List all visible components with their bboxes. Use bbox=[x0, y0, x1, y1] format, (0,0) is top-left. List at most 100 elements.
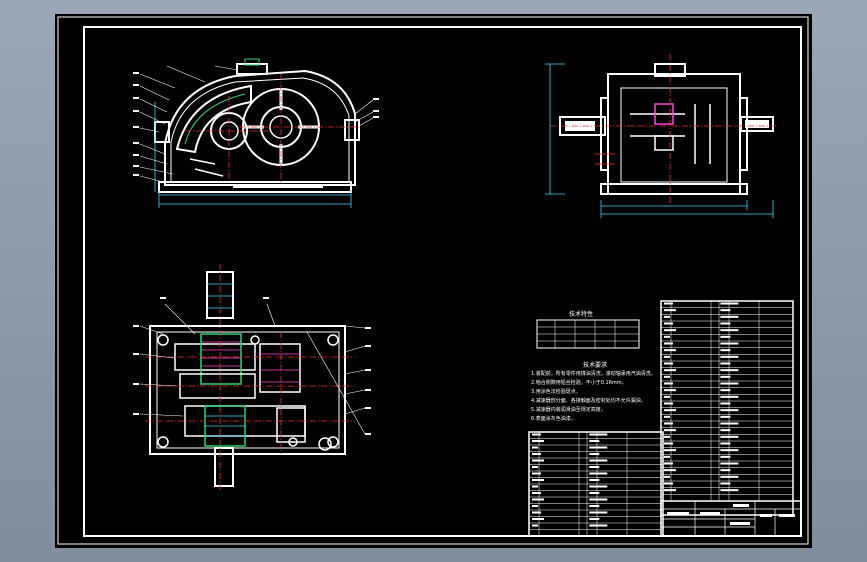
parts-row-mark bbox=[664, 422, 673, 425]
parts-row-mark bbox=[720, 315, 739, 318]
parts-row-mark bbox=[720, 475, 739, 478]
parts-row-mark bbox=[720, 469, 731, 472]
parts-row-mark bbox=[720, 482, 731, 485]
title-block bbox=[660, 500, 802, 537]
parts-row-mark bbox=[532, 511, 541, 514]
parts-row-mark bbox=[532, 524, 538, 527]
cad-viewport[interactable]: 技术特性 技术要求 1.装配前，所有零件用煤油清洗，滚动轴承用汽油清洗， 2.啮… bbox=[55, 14, 812, 548]
parts-row-mark bbox=[664, 375, 670, 378]
parts-row-mark bbox=[664, 409, 676, 412]
parts-row-mark bbox=[664, 382, 673, 385]
parts-row-mark bbox=[589, 453, 600, 455]
parts-row-mark bbox=[720, 422, 739, 425]
parts-row-mark bbox=[664, 475, 670, 478]
parts-row-mark bbox=[664, 429, 676, 432]
parts-row-mark bbox=[664, 355, 670, 358]
parts-row-mark bbox=[589, 524, 608, 527]
parts-row-mark bbox=[532, 459, 544, 462]
parts-row-mark bbox=[589, 472, 608, 475]
parts-row-mark bbox=[720, 342, 739, 345]
parts-row-mark bbox=[664, 389, 676, 392]
parts-row-mark bbox=[664, 395, 670, 398]
parts-row-mark bbox=[664, 302, 673, 305]
parts-row-mark bbox=[720, 462, 739, 465]
parts-row-mark bbox=[664, 309, 676, 312]
inner-border bbox=[83, 26, 802, 537]
parts-row-mark bbox=[532, 440, 544, 442]
front-view bbox=[133, 58, 379, 208]
top-section-view bbox=[133, 264, 371, 492]
parts-row-mark bbox=[589, 433, 608, 436]
parts-row-mark bbox=[720, 309, 731, 312]
parts-row-mark bbox=[532, 446, 538, 449]
tech-req-line-6: 6.表面涂灰色油漆。 bbox=[531, 415, 576, 422]
tech-spec-table: 技术特性 bbox=[536, 310, 640, 349]
parts-row-mark bbox=[720, 382, 739, 385]
parts-row-mark bbox=[532, 492, 541, 494]
parts-list-right bbox=[660, 300, 794, 516]
parts-row-mark bbox=[664, 435, 670, 438]
parts-row-mark bbox=[720, 429, 731, 432]
parts-row-mark bbox=[664, 455, 670, 458]
parts-row-mark bbox=[720, 449, 739, 452]
parts-row-mark bbox=[532, 498, 544, 501]
tech-req-line-1: 1.装配前，所有零件用煤油清洗，滚动轴承用汽油清洗， bbox=[531, 370, 656, 377]
parts-row-mark bbox=[664, 315, 670, 318]
parts-row-mark bbox=[589, 459, 608, 462]
parts-row-mark bbox=[589, 511, 608, 514]
parts-row-mark bbox=[589, 485, 608, 488]
parts-row-mark bbox=[589, 479, 600, 481]
parts-row-mark bbox=[664, 342, 673, 345]
parts-row-mark bbox=[720, 355, 739, 358]
outer-border bbox=[57, 16, 809, 545]
parts-row-mark bbox=[720, 442, 731, 445]
parts-row-mark bbox=[720, 395, 739, 398]
parts-row-mark bbox=[720, 322, 731, 325]
parts-row-mark bbox=[720, 335, 731, 338]
parts-row-mark bbox=[532, 485, 538, 488]
parts-row-mark bbox=[589, 505, 600, 507]
parts-row-mark bbox=[532, 479, 544, 481]
parts-row-mark bbox=[664, 482, 673, 485]
parts-row-mark bbox=[664, 335, 670, 338]
parts-row-mark bbox=[720, 455, 731, 458]
parts-row-mark bbox=[664, 329, 676, 332]
parts-row-mark bbox=[720, 369, 739, 372]
parts-row-mark bbox=[720, 389, 731, 392]
parts-row-mark bbox=[532, 453, 541, 455]
parts-row-mark bbox=[720, 362, 731, 365]
parts-row-mark bbox=[589, 466, 600, 468]
parts-row-mark bbox=[664, 362, 673, 365]
tech-requirements: 技术要求 1.装配前，所有零件用煤油清洗，滚动轴承用汽油清洗， 2.啮合侧隙用铅… bbox=[531, 361, 656, 422]
tech-req-line-2: 2.啮合侧隙用铅丝检验，不小于0.16mm， bbox=[531, 379, 627, 386]
parts-row-mark bbox=[532, 466, 538, 468]
parts-row-mark bbox=[664, 349, 676, 352]
parts-row-mark bbox=[664, 369, 676, 372]
tech-req-line-4: 4.减速器剖分面、各接触面及密封处均不允许漏油， bbox=[531, 397, 646, 404]
parts-row-mark bbox=[664, 322, 673, 325]
parts-row-mark bbox=[589, 440, 600, 442]
tech-req-line-3: 3.用涂色法检验斑点， bbox=[531, 388, 581, 395]
parts-row-mark bbox=[720, 415, 731, 418]
parts-row-mark bbox=[720, 409, 739, 412]
parts-row-mark bbox=[532, 472, 541, 475]
parts-row-mark bbox=[664, 442, 673, 445]
parts-row-mark bbox=[664, 449, 676, 452]
drawing-sheet: 技术特性 技术要求 1.装配前，所有零件用煤油清洗，滚动轴承用汽油清洗， 2.啮… bbox=[57, 16, 809, 545]
parts-row-mark bbox=[720, 435, 739, 438]
parts-row-mark bbox=[720, 402, 731, 405]
parts-row-mark bbox=[589, 446, 608, 449]
parts-row-mark bbox=[589, 492, 600, 494]
parts-row-mark bbox=[720, 489, 739, 492]
parts-row-mark bbox=[720, 375, 731, 378]
parts-row-mark bbox=[532, 505, 538, 507]
tech-req-line-5: 5.减速器内装润滑油至规定高度， bbox=[531, 406, 606, 413]
parts-row-mark bbox=[664, 489, 676, 492]
parts-row-mark bbox=[532, 433, 541, 436]
parts-row-mark bbox=[664, 415, 670, 418]
tech-spec-title: 技术特性 bbox=[569, 310, 593, 318]
parts-row-mark bbox=[720, 302, 739, 305]
parts-row-mark bbox=[664, 462, 673, 465]
parts-row-mark bbox=[589, 518, 600, 520]
parts-row-mark bbox=[664, 402, 673, 405]
